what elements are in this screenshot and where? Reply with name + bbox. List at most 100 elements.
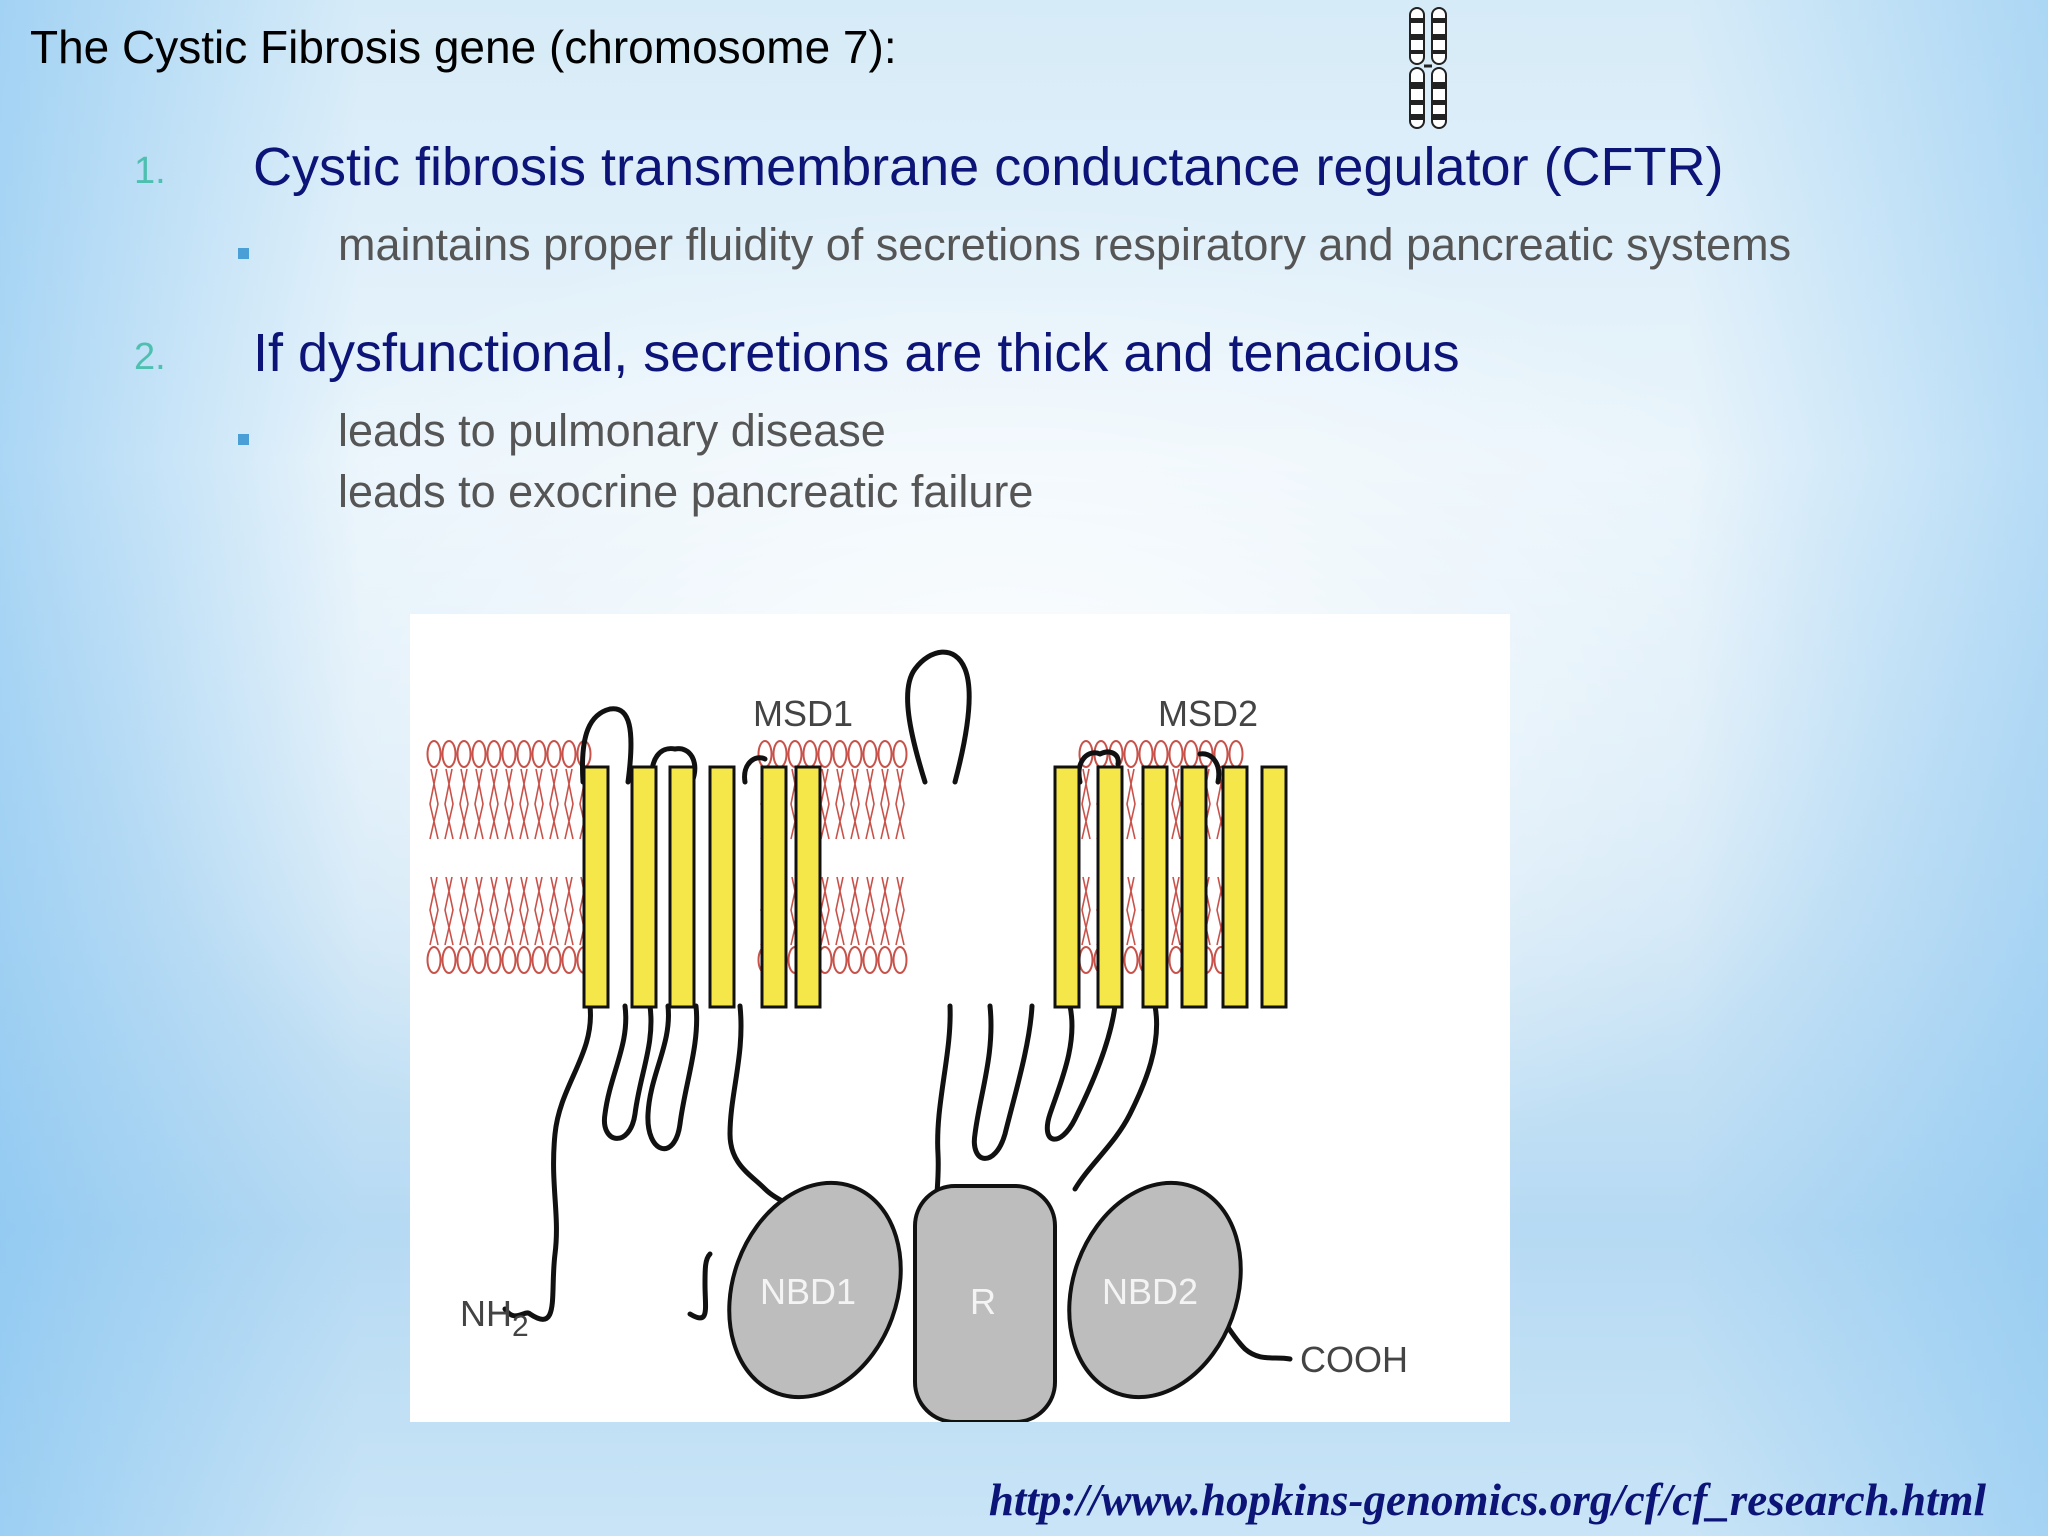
transmembrane-helix [1141, 765, 1169, 1009]
lipid-tail [474, 768, 484, 946]
r-domain: R [913, 1184, 1057, 1422]
lipid-tail [1126, 768, 1136, 946]
chromosome-icon [1409, 7, 1447, 129]
transmembrane-helix [1221, 765, 1249, 1009]
transmembrane-helix [1260, 765, 1288, 1009]
lipid-head [847, 946, 863, 974]
lipid-head [486, 740, 502, 768]
lipid-head [471, 946, 487, 974]
protein-chain [502, 649, 1293, 1362]
lipid-tail [459, 768, 469, 946]
lipid-head [832, 740, 848, 768]
lipid-head [1228, 740, 1244, 768]
item-heading: Cystic fibrosis transmembrane conductanc… [253, 137, 1724, 197]
transmembrane-helix [708, 765, 736, 1009]
item-heading: If dysfunctional, secretions are thick a… [253, 323, 1460, 383]
lipid-head [471, 740, 487, 768]
transmembrane-helix [668, 765, 696, 1009]
lipid-head [546, 946, 562, 974]
lipid-tail [489, 768, 499, 946]
lipid-head [1123, 946, 1139, 974]
lipid-head [516, 740, 532, 768]
lipid-head [426, 946, 442, 974]
lipid-head [531, 946, 547, 974]
lipid-head [1153, 740, 1169, 768]
lipid-head [862, 740, 878, 768]
nbd2-domain: NBD2 [1067, 1180, 1243, 1400]
lipid-tail [564, 768, 574, 946]
lipid-head [1213, 740, 1229, 768]
lipid-tail [820, 768, 830, 946]
item-number: 1. [134, 150, 166, 192]
nbd1-label: NBD1 [760, 1271, 856, 1312]
lipid-head [456, 946, 472, 974]
bullet-square-icon [238, 248, 249, 259]
lipid-head [1168, 740, 1184, 768]
lipid-tail [895, 768, 905, 946]
lipid-head [817, 740, 833, 768]
lipid-tail [534, 768, 544, 946]
bullet-square-icon [238, 434, 249, 445]
slide-title: The Cystic Fibrosis gene (chromosome 7): [30, 21, 897, 73]
lipid-head [441, 740, 457, 768]
lipid-head [561, 946, 577, 974]
lipid-head [516, 946, 532, 974]
transmembrane-helix [760, 765, 788, 1009]
transmembrane-helix [794, 765, 822, 1009]
transmembrane-helix [630, 765, 658, 1009]
lipid-head [486, 946, 502, 974]
lipid-head [456, 740, 472, 768]
lipid-head [862, 946, 878, 974]
sub-point: leads to pulmonary disease [338, 405, 886, 456]
lipid-head [787, 740, 803, 768]
lipid-head [531, 740, 547, 768]
lipid-tail [519, 768, 529, 946]
lipid-head [877, 946, 893, 974]
lipid-head [877, 740, 893, 768]
lipid-head [832, 946, 848, 974]
lipid-head [757, 740, 773, 768]
lipid-tail [504, 768, 514, 946]
source-link[interactable]: http://www.hopkins-genomics.org/cf/cf_re… [988, 1475, 1986, 1525]
lipid-head [772, 740, 788, 768]
sub-point: maintains proper fluidity of secretions … [338, 219, 1792, 270]
lipid-tail [835, 768, 845, 946]
lipid-tail [865, 768, 875, 946]
lipid-head [1078, 946, 1094, 974]
r-label: R [970, 1281, 996, 1322]
cftr-diagram: NBD1 R NBD2 MSD1 MSD2 NH2 COOH [410, 614, 1510, 1422]
lipid-head [561, 740, 577, 768]
lipid-tail [850, 768, 860, 946]
sub-point: leads to exocrine pancreatic failure [338, 466, 1034, 517]
cftr-diagram-canvas: NBD1 R NBD2 MSD1 MSD2 NH2 COOH [426, 649, 1408, 1422]
lipid-tail [880, 768, 890, 946]
background-glow-right [1688, 0, 2048, 1536]
nbd1-domain: NBD1 [727, 1180, 903, 1400]
msd1-label: MSD1 [753, 693, 853, 734]
lipid-head [441, 946, 457, 974]
lipid-head [892, 740, 908, 768]
lipid-tail [444, 768, 454, 946]
transmembrane-helix [1180, 765, 1208, 1009]
lipid-head [802, 740, 818, 768]
lipid-head [546, 740, 562, 768]
lipid-tail [549, 768, 559, 946]
transmembrane-helix [1096, 765, 1124, 1009]
lipid-tail [1171, 768, 1181, 946]
transmembrane-helix [1053, 765, 1081, 1009]
msd2-label: MSD2 [1158, 693, 1258, 734]
background-glow-left [0, 0, 360, 1536]
nh2-label: NH2 [460, 1293, 529, 1343]
lipid-head [426, 740, 442, 768]
lipid-head [892, 946, 908, 974]
lipid-head [847, 740, 863, 768]
transmembrane-helices [582, 765, 1288, 1009]
item-number: 2. [134, 336, 166, 378]
lipid-head [1123, 740, 1139, 768]
cooh-label: COOH [1300, 1339, 1408, 1380]
lipid-tail [429, 768, 439, 946]
lipid-head [1183, 740, 1199, 768]
transmembrane-helix [582, 765, 610, 1009]
lipid-head [1138, 740, 1154, 768]
lipid-tail [1081, 768, 1091, 946]
